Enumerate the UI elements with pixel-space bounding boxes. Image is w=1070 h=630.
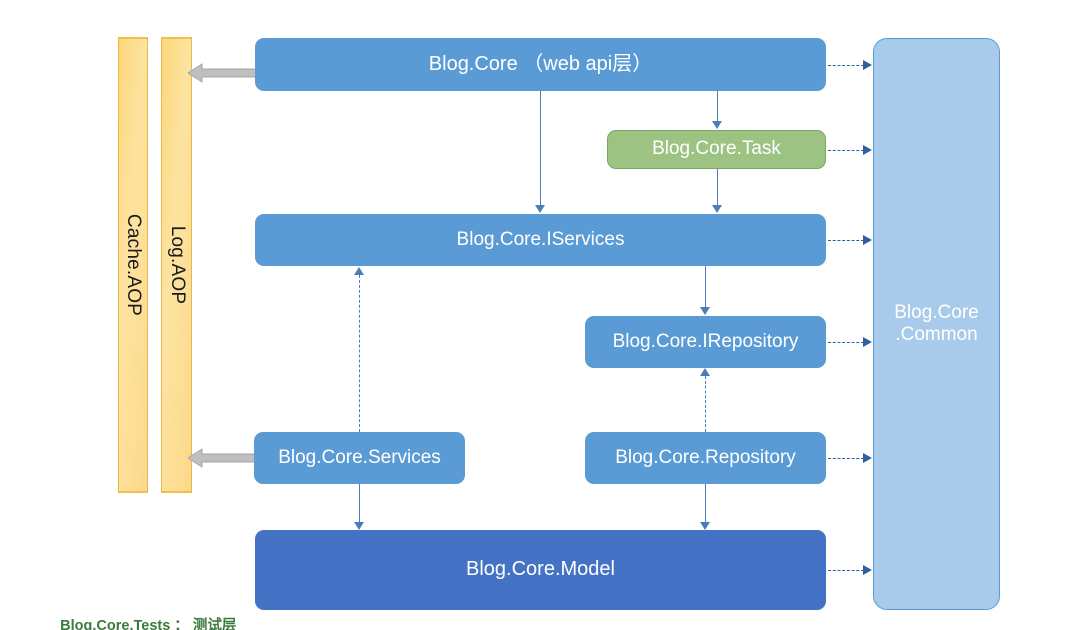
connector-iservices-to-common [828, 240, 864, 241]
arrowhead-model-to-common [863, 565, 872, 575]
connector-services-to-model [359, 484, 360, 524]
arrowhead-repository-to-irepository [700, 368, 710, 376]
grey-arrow-core-to-aop [188, 62, 258, 84]
arrowhead-iservices-to-irepository [700, 307, 710, 315]
connector-repository-to-model [705, 484, 706, 524]
legend-tests-desc: 测试层 [192, 618, 237, 630]
node-blog-core-model[interactable]: Blog.Core.Model [255, 530, 826, 610]
arrowhead-task-to-iservices [712, 205, 722, 213]
arrowhead-iservices-to-common [863, 235, 872, 245]
node-blog-core-repository[interactable]: Blog.Core.Repository [585, 432, 826, 484]
node-blog-core-iservices[interactable]: Blog.Core.IServices [255, 214, 826, 266]
arrowhead-repository-to-common [863, 453, 872, 463]
node-blog-core-services[interactable]: Blog.Core.Services [254, 432, 465, 484]
connector-services-to-iservices [359, 275, 360, 432]
connector-core-to-common [828, 65, 864, 66]
arrowhead-core-to-common [863, 60, 872, 70]
connector-irepository-to-common [828, 342, 864, 343]
arrowhead-task-to-common [863, 145, 872, 155]
connector-repository-to-common [828, 458, 864, 459]
legend-tests-separator: ： [170, 618, 189, 630]
aop-bar-cache: Cache.AOP [118, 37, 148, 493]
aop-bar-log: Log.AOP [161, 37, 192, 493]
node-blog-core-task[interactable]: Blog.Core.Task [607, 130, 826, 169]
grey-arrow-services-to-aop [188, 447, 258, 469]
legend-tests-name: Blog.Core.Tests [60, 618, 171, 630]
connector-core-to-task [717, 91, 718, 123]
arrowhead-core-to-task [712, 121, 722, 129]
arrowhead-core-to-iservices [535, 205, 545, 213]
node-blog-core-common[interactable]: Blog.Core .Common [873, 38, 1000, 610]
aop-bar-log-label: Log.AOP [166, 225, 188, 305]
legend: Blog.Core.Tests ： 测试层 Blog.Core.Frame： 模… [36, 548, 239, 630]
connector-task-to-iservices [717, 169, 718, 207]
connector-repository-to-irepository [705, 376, 706, 432]
legend-row-tests: Blog.Core.Tests ： 测试层 [36, 593, 239, 630]
connector-model-to-common [828, 570, 864, 571]
connector-core-to-iservices [540, 91, 541, 206]
arrowhead-services-to-iservices [354, 267, 364, 275]
arrowhead-repository-to-model [700, 522, 710, 530]
connector-iservices-to-irepository [705, 266, 706, 309]
connector-task-to-common [828, 150, 864, 151]
node-blog-core[interactable]: Blog.Core （web api层） [255, 38, 826, 91]
node-blog-core-irepository[interactable]: Blog.Core.IRepository [585, 316, 826, 368]
aop-bar-cache-label: Cache.AOP [123, 213, 144, 317]
arrowhead-services-to-model [354, 522, 364, 530]
arrowhead-irepository-to-common [863, 337, 872, 347]
